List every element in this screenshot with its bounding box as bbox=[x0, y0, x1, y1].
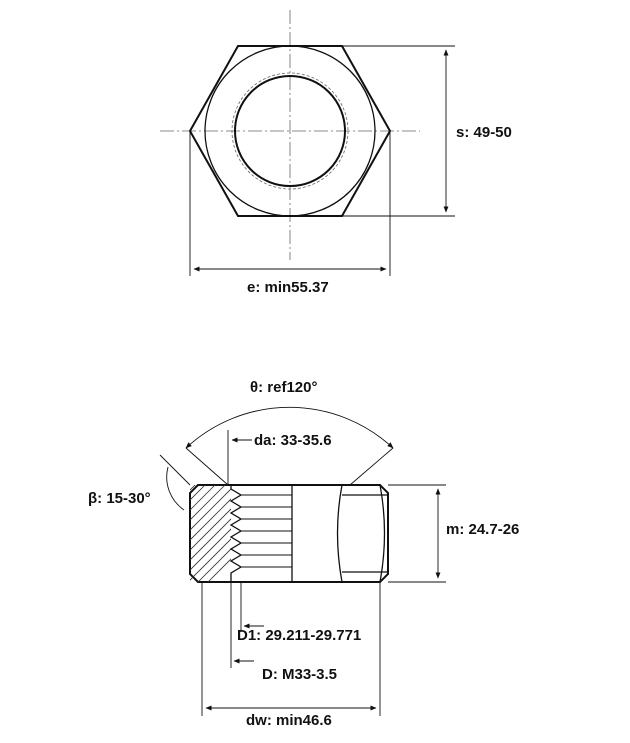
bore-circle bbox=[234, 75, 346, 187]
beta-arc bbox=[166, 466, 185, 511]
beta-label: β: 15-30° bbox=[88, 490, 151, 507]
top-view: s: 49-50 e: min55.37 bbox=[160, 10, 512, 296]
chamfer-circle bbox=[204, 45, 376, 217]
hex-flat-right-curve bbox=[379, 484, 386, 583]
e-label: e: min55.37 bbox=[247, 279, 329, 296]
dw-label: dw: min46.6 bbox=[246, 712, 332, 729]
side-view: θ: ref120° da: 33-35.6 β: 15-30° bbox=[88, 379, 519, 729]
thread-major-circle bbox=[231, 72, 349, 190]
d-label: D: M33-3.5 bbox=[262, 666, 337, 683]
m-label: m: 24.7-26 bbox=[446, 521, 519, 538]
thread-lines bbox=[241, 494, 292, 568]
da-label: da: 33-35.6 bbox=[254, 432, 332, 449]
section-hatching bbox=[190, 485, 231, 582]
hex-flat-left-curve bbox=[336, 484, 343, 583]
theta-leg-left bbox=[185, 447, 229, 486]
theta-leg-right bbox=[349, 447, 394, 486]
s-label: s: 49-50 bbox=[456, 124, 512, 141]
beta-leg bbox=[159, 454, 191, 486]
d1-label: D1: 29.211-29.771 bbox=[237, 627, 361, 644]
thread-profile bbox=[229, 485, 243, 582]
theta-arc bbox=[185, 406, 394, 449]
theta-label: θ: ref120° bbox=[250, 379, 317, 396]
